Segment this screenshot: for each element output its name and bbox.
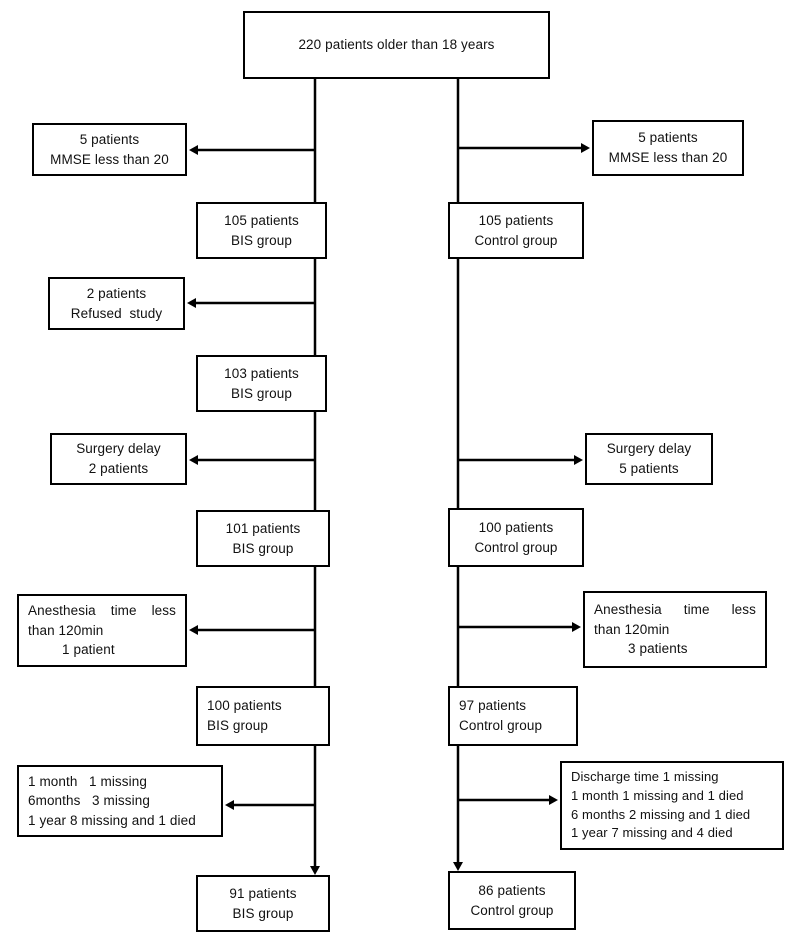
- control-group-97-box-line-2: Control group: [459, 718, 543, 733]
- bis-group-101-box-line-2: BIS group: [232, 540, 294, 556]
- control-group-86-final-box-line-1: 86 patients: [478, 882, 546, 898]
- edge-control-to-followup-loss-arrowhead: [549, 795, 558, 805]
- edge-bis-to-followup-loss-arrowhead: [225, 800, 234, 810]
- control-group-100-box-line-1: 100 patients: [478, 519, 554, 535]
- exclusion-surgery-delay-bis-box-line-1: Surgery delay: [76, 441, 161, 457]
- exclusion-anesthesia-time-bis-box-line-3: 1 patient: [62, 642, 115, 658]
- exclusion-mmse-bis-box-line-1: 5 patients: [79, 131, 140, 147]
- exclusion-surgery-delay-control-box: Surgery delay 5 patients: [585, 433, 713, 485]
- exclusion-surgery-delay-control-box-line-1: Surgery delay: [606, 441, 692, 457]
- edge-bis100-to-bis91-arrowhead: [310, 866, 320, 875]
- followup-loss-bis-box-line-1: 1 month 1 missing: [28, 773, 147, 789]
- exclusion-surgery-delay-control-box-line-2: 5 patients: [619, 461, 679, 476]
- edge-bis-to-anesthesia-time-arrowhead: [189, 625, 198, 635]
- edge-control-to-surgery-delay-arrowhead: [574, 455, 583, 465]
- exclusion-mmse-control-box-line-1: 5 patients: [638, 130, 698, 146]
- bis-group-100-box-line-2: BIS group: [207, 718, 268, 733]
- followup-loss-control-box-line-3: 6 months 2 missing and 1 died: [571, 806, 751, 822]
- followup-loss-bis-box: 1 month 1 missing 6months 3 missing 1 year…: [17, 765, 223, 837]
- exclusion-anesthesia-time-control-box-line-3: 3 patients: [628, 641, 688, 657]
- followup-loss-bis-box-line-3: 1 year 8 missing and 1 died: [28, 812, 196, 828]
- bis-group-103-box-line-2: BIS group: [231, 385, 292, 401]
- edge-bis-to-refused-exclusion-arrowhead: [187, 298, 196, 308]
- exclusion-mmse-control-box-line-2: MMSE less than 20: [608, 150, 728, 165]
- bis-group-100-box-line-1: 100 patients: [207, 698, 282, 714]
- total-patients-box: 220 patients older than 18 years: [243, 11, 550, 79]
- exclusion-refused-study-box-line-1: 2 patients: [86, 285, 147, 301]
- edge-control-to-mmse-exclusion-arrowhead: [581, 143, 590, 153]
- control-group-105-box-line-1: 105 patients: [478, 212, 554, 228]
- exclusion-mmse-bis-box-line-2: MMSE less than 20: [50, 151, 169, 167]
- followup-loss-bis-box-line-2: 6months 3 missing: [28, 793, 150, 809]
- bis-group-105-box-line-2: BIS group: [231, 232, 292, 248]
- exclusion-anesthesia-time-control-box-line-2: than 120min: [594, 621, 670, 637]
- followup-loss-control-box-line-2: 1 month 1 missing and 1 died: [571, 787, 744, 803]
- followup-loss-control-box-line-1: Discharge time 1 missing: [571, 768, 719, 784]
- exclusion-refused-study-box-line-2: Refused study: [70, 305, 163, 321]
- exclusion-surgery-delay-bis-box: Surgery delay 2 patients: [50, 433, 187, 485]
- edge-control97-to-control86-arrowhead: [453, 862, 463, 871]
- followup-loss-control-box-line-4: 1 year 7 missing and 4 died: [571, 825, 733, 841]
- control-group-97-box-line-1: 97 patients: [459, 698, 527, 714]
- control-group-86-final-box-line-2: Control group: [470, 902, 554, 918]
- control-group-100-box-line-2: Control group: [474, 539, 558, 555]
- bis-group-91-final-box-line-1: 91 patients: [229, 885, 297, 901]
- edge-bis-to-mmse-exclusion-arrowhead: [189, 145, 198, 155]
- edge-bis-to-surgery-delay-arrowhead: [189, 455, 198, 465]
- control-group-105-box-line-2: Control group: [474, 232, 558, 248]
- followup-loss-control-box: Discharge time 1 missing 1 month 1 missin…: [560, 761, 784, 850]
- total-patients-box-line-1: 220 patients older than 18 years: [298, 37, 495, 53]
- edge-control-to-anesthesia-time-arrowhead: [572, 622, 581, 632]
- bis-group-101-box-line-1: 101 patients: [225, 520, 301, 536]
- bis-group-105-box-line-1: 105 patients: [224, 212, 299, 228]
- bis-group-103-box-line-1: 103 patients: [224, 365, 299, 381]
- exclusion-anesthesia-time-bis-box-line-2: than 120min: [28, 622, 104, 638]
- bis-group-91-final-box-line-2: BIS group: [232, 905, 294, 921]
- exclusion-surgery-delay-bis-box-line-2: 2 patients: [88, 461, 149, 476]
